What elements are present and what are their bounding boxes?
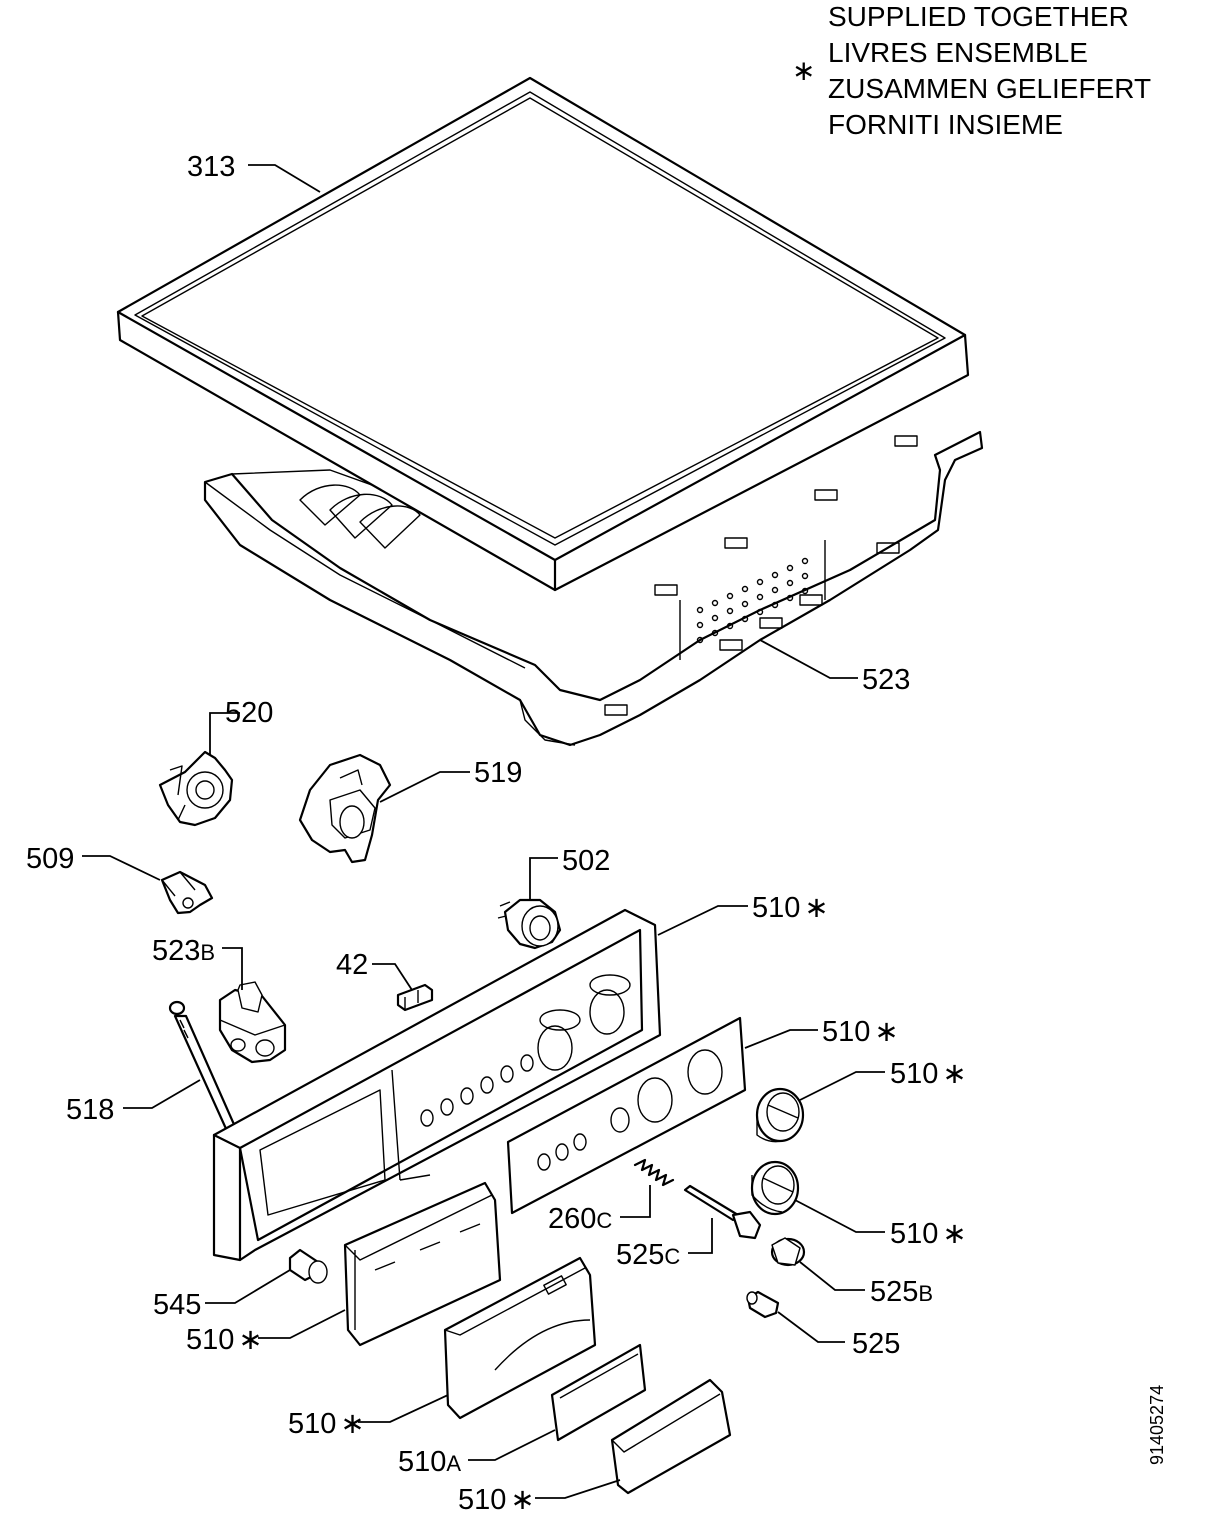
label-510-knob-lower: 510∗ <box>890 1218 967 1250</box>
part-525b-button <box>770 1237 806 1267</box>
legend-line-it: FORNITI INSIEME <box>828 109 1063 140</box>
label-510-knob-upper: 510∗ <box>890 1058 967 1090</box>
label-509: 509 <box>26 843 74 875</box>
label-545: 545 <box>153 1289 201 1321</box>
part-520-bracket <box>158 750 234 827</box>
label-510a: 510A <box>398 1446 461 1478</box>
label-520: 520 <box>225 697 273 729</box>
part-260c-spring <box>633 1158 675 1187</box>
legend-line-de: ZUSAMMEN GELIEFERT <box>828 73 1151 104</box>
part-510-decor-plate <box>506 1016 747 1215</box>
label-260c: 260C <box>548 1203 612 1235</box>
label-510-dispenser-front: 510∗ <box>186 1324 263 1356</box>
document-id: 91405274 <box>1147 1385 1167 1465</box>
leader-lines <box>82 164 885 1499</box>
part-545-pin <box>288 1248 328 1284</box>
part-525-button <box>746 1290 780 1319</box>
label-525b: 525B <box>870 1276 933 1308</box>
legend-line-fr: LIVRES ENSEMBLE <box>828 37 1088 68</box>
part-510a-panel <box>550 1343 647 1442</box>
label-313: 313 <box>187 151 235 183</box>
part-523b-door-lock <box>218 981 287 1064</box>
legend-asterisk: ∗ <box>792 55 815 86</box>
label-525c: 525C <box>616 1239 680 1271</box>
label-523b: 523B <box>152 935 215 967</box>
label-510-panel: 510∗ <box>752 892 829 924</box>
part-510-dispenser-drawer <box>443 1256 597 1420</box>
label-510-drawer: 510∗ <box>288 1408 365 1440</box>
supplied-together-legend: ∗ SUPPLIED TOGETHER LIVRES ENSEMBLE ZUSA… <box>792 1 1151 140</box>
part-502-lamp-holder <box>497 898 562 950</box>
part-labels: 313 523 520 519 509 502 510∗ 523B 42 510… <box>26 151 967 1514</box>
part-519-bracket <box>298 753 392 864</box>
label-502: 502 <box>562 845 610 877</box>
label-525: 525 <box>852 1328 900 1360</box>
label-518: 518 <box>66 1094 114 1126</box>
part-510-handle <box>610 1378 732 1495</box>
label-510-handle: 510∗ <box>458 1484 535 1514</box>
part-510-knob-lower <box>750 1160 800 1216</box>
label-42: 42 <box>336 949 368 981</box>
part-509-clip <box>160 870 214 915</box>
part-42-switch <box>396 983 434 1012</box>
part-510-control-panel <box>212 908 662 1262</box>
part-525c-shaft <box>683 1184 762 1240</box>
label-523: 523 <box>862 664 910 696</box>
part-510-dispenser-front <box>343 1181 502 1347</box>
label-519: 519 <box>474 757 522 789</box>
part-510-knob-upper <box>755 1087 805 1143</box>
legend-line-en: SUPPLIED TOGETHER <box>828 1 1129 32</box>
label-510-decor: 510∗ <box>822 1016 899 1048</box>
part-313-lid <box>116 76 970 592</box>
